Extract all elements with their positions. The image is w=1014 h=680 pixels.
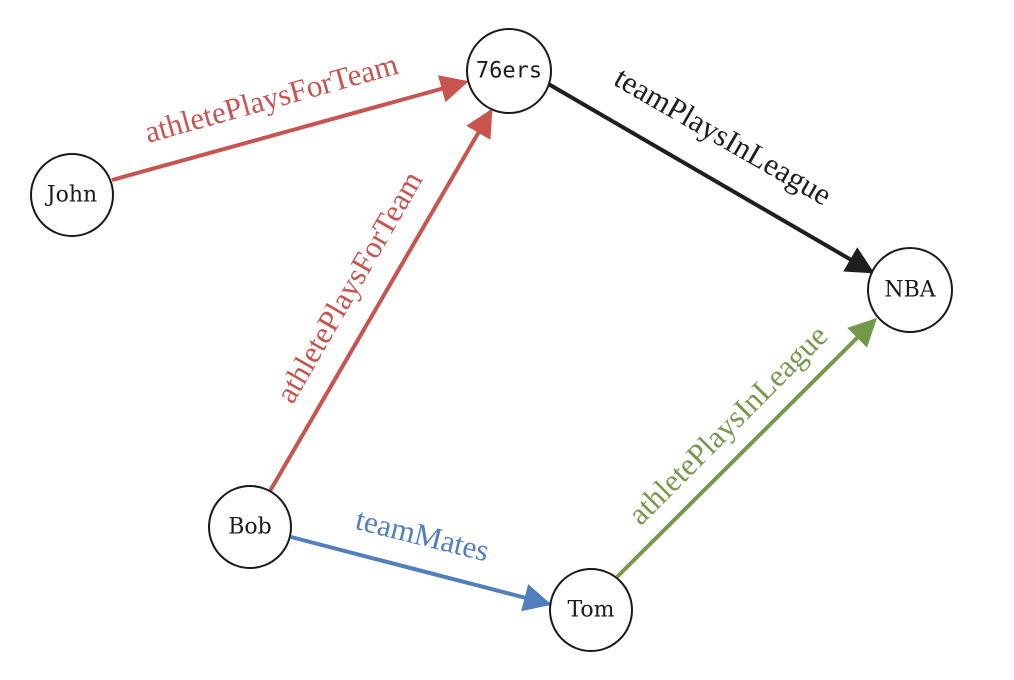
edge-76ers-nba: teamPlaysInLeague	[543, 60, 875, 274]
node-label-john: John	[45, 183, 97, 208]
edge-line-bob-76ers	[268, 108, 493, 493]
edge-label-tom-nba: athletePlaysInLeague	[621, 318, 834, 531]
edge-label-76ers-nba: teamPlaysInLeague	[609, 60, 838, 213]
node-circle-john	[30, 153, 114, 237]
node-label-bob: Bob	[228, 515, 272, 540]
edge-line-76ers-nba	[543, 80, 875, 274]
node-label-nba: NBA	[884, 278, 936, 303]
edge-label-bob-76ers: athletePlaysForTeam	[268, 165, 429, 409]
node-nba[interactable]: NBA	[867, 247, 953, 333]
edge-john-76ers: athletePlaysForTeam	[111, 46, 469, 182]
node-circle-bob	[208, 485, 292, 569]
edge-line-tom-nba	[615, 318, 877, 579]
edge-bob-tom: teamMates	[290, 501, 552, 612]
node-circle-tom	[549, 568, 633, 652]
node-label-76ers: 76ers	[476, 59, 542, 84]
node-circle-76ers	[466, 28, 552, 114]
edge-bob-76ers: athletePlaysForTeam	[268, 108, 493, 493]
node-john[interactable]: John	[30, 153, 114, 237]
edge-line-john-76ers	[111, 75, 469, 182]
node-tom[interactable]: Tom	[549, 568, 633, 652]
node-bob[interactable]: Bob	[208, 485, 292, 569]
node-76ers[interactable]: 76ers	[466, 28, 552, 114]
node-label-tom: Tom	[567, 598, 614, 623]
edge-line-bob-tom	[290, 535, 552, 612]
node-circle-nba	[867, 247, 953, 333]
edge-tom-nba: athletePlaysInLeague	[615, 318, 877, 579]
